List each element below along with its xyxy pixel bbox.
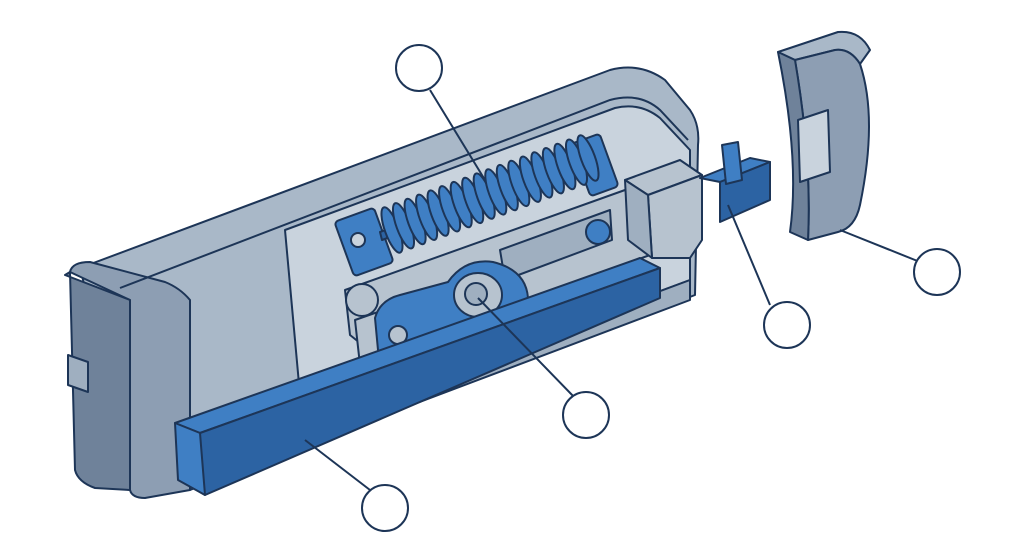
callout-slide-bar — [361, 484, 409, 532]
callout-slide-bar-circle — [361, 484, 409, 532]
leader-end-cap — [839, 229, 921, 263]
leader-spring — [429, 89, 486, 181]
housing-end-notch — [67, 354, 89, 393]
spring-bracket-left-hole — [350, 232, 366, 248]
callouts — [361, 44, 961, 532]
carriage-roller-left — [345, 283, 379, 317]
slide-bar-end — [174, 422, 206, 496]
leader-slide-bar — [304, 439, 371, 491]
latch-block — [624, 159, 703, 259]
spring-coil — [576, 134, 600, 182]
callout-cam-pivot — [562, 391, 610, 439]
callout-end-cap-circle — [913, 248, 961, 296]
leader-cam-pivot — [477, 297, 576, 399]
callout-latch-tongue-circle — [763, 301, 811, 349]
latch-tongue-upright — [721, 141, 743, 185]
callout-spring-circle — [395, 44, 443, 92]
housing-left-end — [64, 271, 131, 491]
callout-cam-pivot-circle — [562, 391, 610, 439]
end-cap — [777, 30, 871, 241]
spring-assembly — [334, 133, 619, 277]
carriage-roller-right — [585, 219, 611, 245]
spring-coils — [380, 134, 600, 254]
cam-pivot-pin — [464, 282, 488, 306]
slide-bar-group — [174, 257, 661, 496]
end-cap-slot — [797, 109, 831, 183]
callout-spring — [395, 44, 443, 92]
end-cap-side — [777, 51, 810, 241]
latch-tongue — [699, 141, 771, 223]
leader-latch-tongue — [727, 204, 771, 306]
callout-latch-tongue — [763, 301, 811, 349]
callout-end-cap — [913, 248, 961, 296]
leader-lines — [304, 89, 921, 491]
housing-rim — [119, 96, 689, 289]
latch-block-side — [624, 179, 653, 259]
